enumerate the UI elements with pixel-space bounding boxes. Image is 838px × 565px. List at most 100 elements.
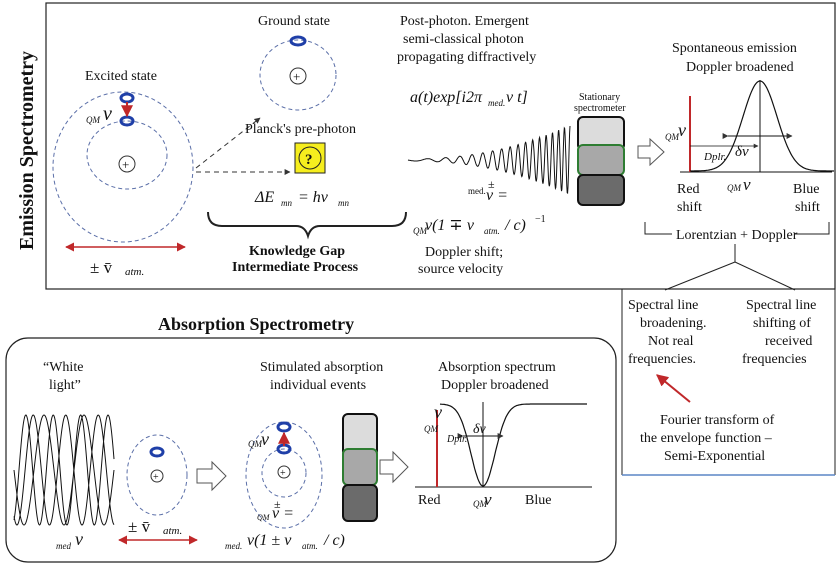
abs-atom1-orbit	[126, 434, 188, 516]
nucleus-icon	[118, 155, 136, 173]
absorption-frame	[5, 337, 617, 563]
emission-qm-sub: QM	[665, 132, 679, 142]
abs-hollow-arrow2	[379, 450, 409, 484]
doppler-eq-exp: −1	[535, 214, 546, 225]
excited-inner-orbit	[86, 120, 168, 190]
delta-e-label: ΔE	[254, 189, 274, 206]
knowledge-gap-label: Knowledge Gap	[249, 244, 345, 259]
broadening-line4: frequencies.	[628, 352, 696, 367]
abs-line-profile	[439, 403, 587, 487]
nu-symbol: ν	[103, 103, 112, 125]
abs-nu-eq: ν =	[272, 505, 294, 522]
fourier-line2: the envelope function –	[640, 431, 773, 446]
delta-e-sub: mn	[281, 198, 292, 208]
red-shift-line1: Red	[677, 182, 700, 197]
abs-dplr: Dplr.	[446, 434, 467, 445]
abs-atom1-electron-icon	[149, 446, 165, 458]
hollow-arrow-emission	[637, 137, 665, 167]
abs-eq-tail: / c)	[323, 532, 345, 549]
shifting-line3: received	[765, 334, 812, 349]
prephoton-circle	[298, 146, 322, 170]
doppler-eq-tail: / c)	[504, 217, 526, 234]
abs-plot-nu: ν	[434, 402, 442, 422]
abs-atom1-plus: +	[153, 472, 159, 483]
white-med-sub: med	[56, 541, 71, 551]
abs-atom1-nucleus-icon	[150, 469, 164, 483]
shifting-line4: frequencies	[742, 352, 807, 367]
ground-state-label: Ground state	[258, 14, 330, 29]
abs-spec-line1: Absorption spectrum	[438, 360, 556, 375]
abs-axis-qm-sub: QM	[473, 499, 487, 509]
ground-orbit	[259, 39, 337, 111]
abs-atom2-upper-electron-icon	[276, 421, 292, 433]
ground-nucleus-icon	[289, 67, 307, 85]
abs-spectrometer-bottom	[342, 484, 378, 522]
abs-atom2-plus: +	[280, 468, 286, 479]
abs-red-label: Red	[418, 493, 441, 508]
electron-upper-icon	[119, 92, 135, 104]
abs-atom2-nucleus-icon	[277, 465, 291, 479]
prephoton-label: Planck's pre-photon	[245, 122, 356, 137]
emission-dplr: Dplr.	[703, 151, 726, 163]
stim-line2: individual events	[270, 378, 366, 393]
qm-subscript: QM	[86, 115, 100, 125]
spectrometer-label: spectrometer	[574, 103, 626, 114]
emission-plot-qm-sub: QM	[727, 183, 741, 193]
lorentz-branch-left	[664, 261, 736, 291]
stim-line1: Stimulated absorption	[260, 360, 383, 375]
ground-electron-icon	[289, 35, 307, 47]
emergent-photon-wave	[407, 125, 571, 195]
arrow-to-ground	[195, 117, 261, 169]
lorentz-branch-right	[734, 261, 796, 291]
abs-spectrometer-middle	[342, 448, 378, 486]
abs-qm-sub: QM	[248, 439, 262, 449]
prephoton-question: ?	[305, 152, 313, 168]
white-light-line2: light”	[49, 378, 81, 393]
abs-plusminus: ±	[274, 497, 281, 511]
post-photon-line2: semi-classical photon	[403, 32, 524, 47]
broadening-line2: broadening.	[640, 316, 706, 331]
blue-shift-line2: shift	[795, 200, 820, 215]
absorption-title: Absorption Spectrometry	[158, 314, 354, 334]
abs-eq-sub2: atm.	[302, 541, 318, 551]
abs-delta-nu: δν	[473, 422, 487, 437]
prephoton-box	[294, 142, 326, 174]
delta-e-rhs: = hν	[298, 189, 329, 206]
excited-outer-orbit	[52, 91, 194, 243]
white-light-line1: “White	[43, 360, 83, 375]
shifting-line2: shifting of	[753, 316, 811, 331]
ground-nucleus-plus: +	[293, 69, 300, 84]
abs-eq-main: ν(1 ± v	[247, 532, 292, 549]
amplitude-eq-a: a(t)exp[i2π	[410, 89, 483, 106]
blue-shift-line1: Blue	[793, 182, 819, 197]
abs-spec-line2: Doppler broadened	[441, 378, 549, 393]
shifting-line1: Spectral line	[746, 298, 816, 313]
amplitude-eq-sub: med.	[488, 98, 505, 108]
spectrometer-cell-middle	[577, 144, 625, 176]
source-velocity-label: source velocity	[418, 262, 503, 277]
med-nu-eq: ν =	[486, 187, 508, 204]
white-light-wave	[13, 414, 115, 526]
abs-eq-sub: med.	[225, 541, 242, 551]
spont-emission-line1: Spontaneous emission	[672, 41, 797, 56]
doppler-eq-sub2: atm.	[484, 226, 500, 236]
post-photon-line1: Post-photon. Emergent	[400, 14, 529, 29]
med-nu-sub: med.	[468, 186, 486, 196]
abs-nu: ν	[261, 429, 269, 449]
lorentz-doppler-label: Lorentzian + Doppler	[676, 228, 798, 243]
med-nu-plusminus: ±	[488, 177, 495, 191]
nucleus-plus: +	[122, 157, 129, 172]
abs-hollow-arrow1	[196, 460, 227, 492]
emission-delta-nu: δν	[735, 144, 749, 160]
broadening-line3: Not real	[648, 334, 694, 349]
velocity-label: ± v̄	[90, 258, 113, 277]
velocity-sub: atm.	[125, 266, 144, 278]
post-photon-line3: propagating diffractively	[397, 50, 536, 65]
fourier-line1: Fourier transform of	[660, 413, 775, 428]
emission-plot-nu: ν	[743, 175, 751, 194]
red-shift-line2: shift	[677, 200, 702, 215]
spectrometer-cell-bottom	[577, 174, 625, 206]
excited-state-label: Excited state	[85, 69, 157, 84]
spont-emission-line2: Doppler broadened	[686, 60, 794, 75]
